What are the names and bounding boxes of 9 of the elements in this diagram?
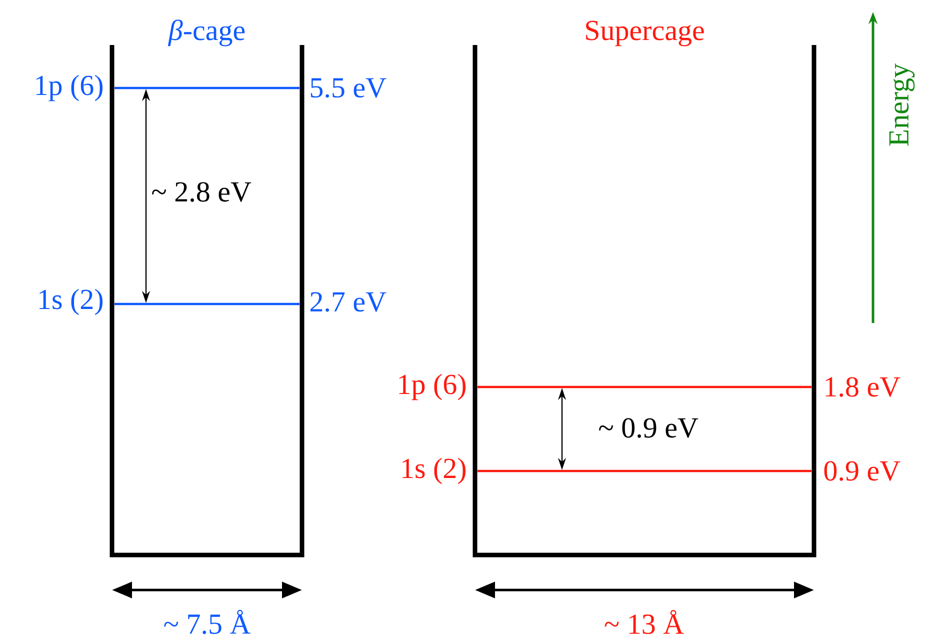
text-label: ~ 2.8 eV	[152, 182, 252, 202]
text-label: ~ 0.9 eV	[599, 418, 698, 438]
text-label: ~ 13 Å	[604, 610, 684, 634]
text-label: 2.7 eV	[310, 292, 386, 312]
text-label: 5.5 eV	[310, 78, 386, 98]
well-heading: β-cage	[168, 20, 245, 46]
well-heading: Supercage	[586, 20, 704, 46]
text-label: Energy	[889, 64, 915, 146]
text-label: ~ 7.5 Å	[164, 610, 250, 634]
